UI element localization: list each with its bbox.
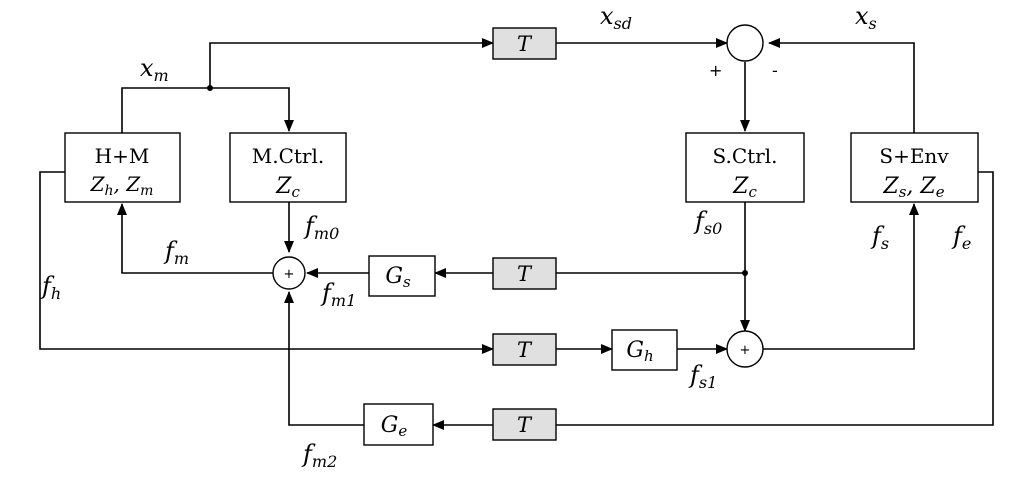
block-senv-title: S+Env: [879, 144, 949, 168]
delay-top-label: T: [517, 32, 533, 56]
block-hm-title: H+M: [95, 144, 150, 168]
sum-junction-right: +: [726, 330, 764, 368]
gain-block-ge: Ge: [363, 403, 434, 446]
delay-bottom-label: T: [517, 413, 533, 437]
block-master-controller: M.Ctrl. Zc: [229, 132, 347, 203]
gain-gh-label: Gh: [626, 338, 653, 365]
signal-fs1: fs1: [688, 361, 717, 392]
gain-gs-label: Gs: [385, 264, 411, 291]
sum-top-plus-sign: +: [709, 61, 722, 80]
delay-mid-label: T: [517, 262, 533, 286]
wire-fe-to-delay-bottom: [556, 171, 994, 426]
sum-top-minus-sign: -: [772, 61, 778, 80]
block-sctrl-title: S.Ctrl.: [713, 144, 778, 168]
block-senv: S+Env Zs, Ze: [850, 132, 979, 203]
wire-xm-to-mctrl: [210, 87, 294, 132]
junction-xm: [207, 85, 213, 91]
block-senv-impedances: Zs, Ze: [882, 174, 944, 201]
signal-fs: fs: [870, 222, 889, 253]
wire-sum-left-to-hm: [117, 203, 274, 274]
signal-fm: fm: [163, 237, 189, 268]
signal-xs: xs: [855, 2, 877, 33]
block-mctrl-impedance: Zc: [275, 174, 300, 201]
gain-block-gh: Gh: [611, 329, 678, 371]
wire-ge-to-sum-left: [284, 291, 364, 426]
delay-block-bottom: T: [492, 408, 557, 441]
signal-fh: fh: [40, 272, 61, 303]
sum-junction-top: [726, 24, 764, 62]
signal-fe: fe: [951, 222, 971, 253]
wires: [39, 38, 994, 430]
signal-xm: xm: [140, 54, 169, 85]
junction-fs0: [742, 270, 748, 276]
block-sctrl-impedance: Zc: [732, 174, 757, 201]
sum-right-plus: +: [740, 343, 751, 358]
delay-block-mid: T: [492, 257, 557, 290]
wire-hm-to-xm-bus: [121, 87, 210, 133]
signal-fm0: fm0: [303, 212, 339, 243]
signal-fm1: fm1: [320, 279, 356, 310]
block-slave-controller: S.Ctrl. Zc: [685, 132, 805, 203]
block-hm: H+M Zh, Zm: [64, 132, 181, 203]
wire-xm-to-delay-top: [209, 38, 494, 88]
delay-low-label: T: [517, 338, 533, 362]
delay-block-low: T: [492, 333, 557, 366]
sum-junction-left: +: [272, 256, 306, 290]
wire-xs-to-sum-top: [768, 38, 915, 133]
wire-fh-to-delay-low: [39, 171, 494, 354]
signal-fm2: fm2: [301, 440, 337, 471]
gain-ge-label: Ge: [381, 413, 408, 440]
block-mctrl-title: M.Ctrl.: [252, 144, 325, 168]
block-hm-impedances: Zh, Zm: [90, 172, 154, 199]
wire-sum-right-to-senv: [763, 203, 919, 350]
signal-xsd: xsd: [600, 2, 632, 33]
gain-block-gs: Gs: [368, 255, 436, 297]
delay-block-top: T: [492, 27, 557, 60]
sum-left-plus: +: [284, 267, 295, 282]
signal-fs0: fs0: [693, 207, 722, 238]
